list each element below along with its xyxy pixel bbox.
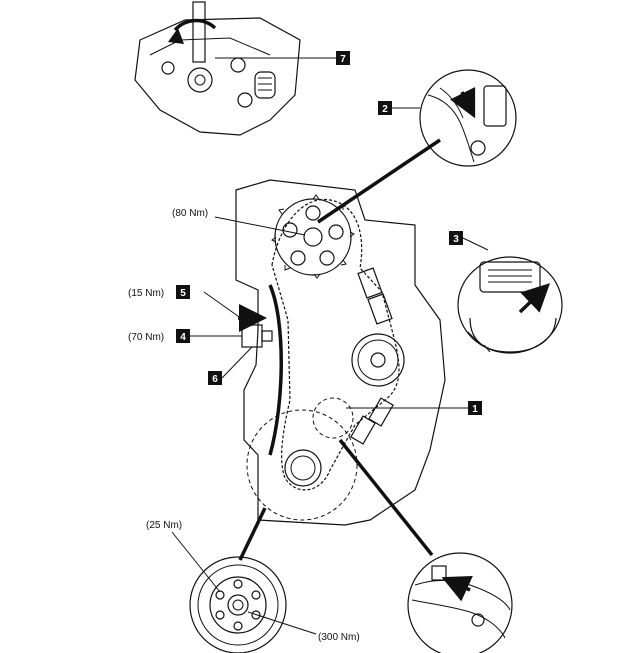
timing-chain	[271, 198, 400, 491]
callout-3-number: 3	[453, 234, 459, 245]
engine-block-outline	[235, 179, 446, 526]
chain-guides	[268, 267, 394, 456]
crankshaft-sprocket	[284, 449, 322, 487]
crank-area-circle	[246, 409, 358, 521]
callout-6-number: 6	[212, 374, 218, 385]
tensioner-detail-circle	[392, 69, 517, 167]
callout-3: 3	[449, 231, 463, 245]
callout-6: 6	[208, 371, 222, 385]
left-tensioner	[190, 291, 273, 379]
camshaft-torque-label: (80 Nm)	[172, 208, 208, 219]
camshaft-sprocket	[271, 194, 355, 279]
callout-2-number: 2	[382, 104, 388, 115]
bottom-right-detail-circle	[407, 552, 513, 653]
bottom-right-leader	[338, 438, 434, 557]
crank-pulley-bolts-torque-label: (25 Nm)	[146, 520, 182, 531]
callout-1: 1	[468, 401, 482, 415]
camshaft-torque-leader	[214, 216, 306, 236]
callout-1-number: 1	[472, 404, 478, 415]
callout-4: 4	[176, 329, 190, 343]
cylinder-head-detail	[134, 1, 336, 136]
intermediate-sprocket	[351, 333, 405, 387]
callout-7-number: 7	[340, 54, 346, 65]
callout-5-torque-label: (15 Nm)	[128, 288, 164, 299]
crankshaft-pulley	[171, 531, 317, 653]
tensioner-position-circle	[312, 397, 354, 439]
callout-4-torque-label: (70 Nm)	[128, 332, 164, 343]
callout-2: 2	[378, 101, 392, 115]
crank-pulley-leader	[238, 507, 267, 561]
callout-5: 5	[176, 285, 190, 299]
crank-center-bolt-torque-label: (300 Nm)	[318, 632, 360, 643]
callout-4-number: 4	[180, 332, 186, 343]
chain-tensioner-detail	[457, 237, 563, 354]
callout-2-leader	[317, 138, 441, 224]
callout-5-number: 5	[180, 288, 186, 299]
callout-7: 7	[336, 51, 350, 65]
